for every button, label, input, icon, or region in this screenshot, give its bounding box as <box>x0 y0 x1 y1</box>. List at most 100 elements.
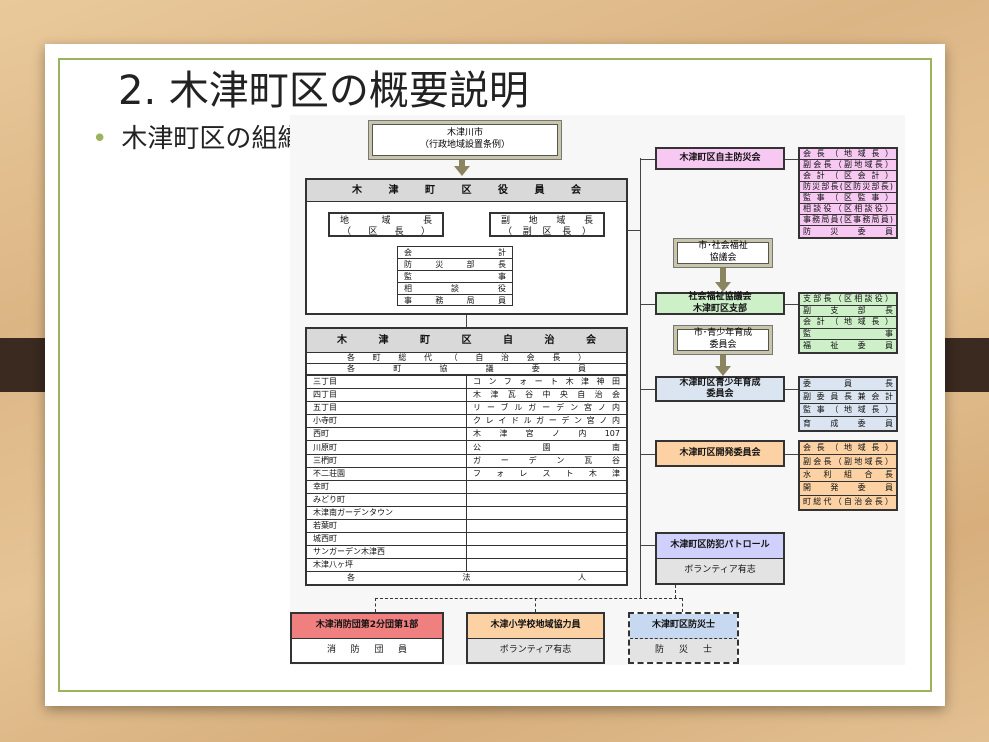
connector <box>640 158 655 160</box>
yakuin-roles: 会計防災部長監事相談役事務局員 <box>397 246 513 306</box>
district-name: 三椚町 <box>307 454 467 467</box>
vice-chief-title: 副地域長 <box>501 216 593 226</box>
seishonen-box: 木津町区青少年育成委員会 <box>655 376 785 402</box>
role-label: 事務局員 <box>404 296 506 305</box>
bullet-icon: • <box>92 124 108 154</box>
connector <box>785 303 798 305</box>
disaster-specialist-sub: 防災士 <box>655 644 712 655</box>
kaihatsu-member-row: 町総代（自治会長） <box>800 496 896 509</box>
arrow-stem <box>459 160 465 166</box>
bousai-member-row: 事務局員(区事務局員) <box>800 215 896 226</box>
fire-brigade-sub: 消防団員 <box>327 644 407 655</box>
connector <box>466 315 467 327</box>
patrol-sub: ボランティア有志 <box>657 559 783 583</box>
city-youth-line1: 市･青少年育成 <box>693 328 753 339</box>
seishonen-name: 委員会 <box>706 389 734 399</box>
seishonen-member-row: 副委員長兼会計 <box>800 391 896 404</box>
connector-trunk <box>640 158 641 598</box>
district-name: ガーデン瓦谷 <box>473 455 620 465</box>
connector <box>640 303 655 305</box>
bousai-member-row: 防災委員 <box>800 226 896 237</box>
jichikai-row: 四丁目木津瓦谷中央自治会 <box>307 388 626 402</box>
city-ordinance: （行政地域設置条例） <box>419 140 510 150</box>
dashed-connector <box>375 598 376 612</box>
district-name: 若葉町 <box>307 520 467 533</box>
slide-title: 2. 木津町区の概要説明 <box>118 68 529 114</box>
jichikai-row: 三丁目コンフォート木津神田 <box>307 375 626 389</box>
seishonen-members: 委員長副委員長兼会計監事（地域長） 育成委員 <box>798 376 898 432</box>
district-name: クレイドルガーデン宮ノ内 <box>473 416 620 426</box>
shakyo-name: 木津町区支部 <box>692 303 747 314</box>
district-name: 城西町 <box>307 533 467 546</box>
member-label: 会計（地域長） <box>803 317 893 327</box>
dashed-connector <box>535 598 536 612</box>
yakuin-header: 木津町区役員会 <box>352 184 581 196</box>
bousai-member-row: 会長（地域長） <box>800 149 896 160</box>
arrow-stem <box>720 355 726 366</box>
jichikai-row: 五丁目リーブルガーデン宮ノ内 <box>307 401 626 415</box>
member-label: 監事 <box>803 329 893 339</box>
member-label: 監事（地域長） <box>803 405 893 414</box>
seishonen-member-row: 監事（地域長） <box>800 404 896 417</box>
district-name: 川原町 <box>307 441 467 454</box>
member-label: 福祉委員 <box>803 341 893 351</box>
fire-brigade-box: 木津消防団第2分団第1部 消防団員 <box>290 612 444 664</box>
chief-title: 地域長 <box>340 216 432 226</box>
city-box: 木津川市（行政地域設置条例） <box>368 120 562 160</box>
city-welfare-council: 市･社会福祉協議会 <box>673 238 773 268</box>
bousai-member-row: 相談役（区相談役） <box>800 204 896 215</box>
kaihatsu-members: 会長（地域長）副会長（副地域長）水利組合長開発委員町総代（自治会長） <box>798 440 898 511</box>
district-name: 幸町 <box>307 480 467 493</box>
member-label: 水利組合長 <box>803 469 893 479</box>
arrow-stem <box>720 268 726 282</box>
role-label: 監事 <box>404 271 506 281</box>
jichikai-row: 西町木津宮ノ内107 <box>307 427 626 441</box>
shakyo-members: 支部長（区相談役）副支部長会計（地域長）監事福祉委員 <box>798 292 898 354</box>
dashed-connector <box>375 598 682 599</box>
shakyo-name: 社会福祉協議会 <box>688 292 752 303</box>
connector <box>640 389 655 390</box>
jichikai-row: 木津八ヶ坪 <box>307 558 626 572</box>
bousai-member-row: 副会長（副地域長） <box>800 160 896 171</box>
district-name: コンフォート木津神田 <box>473 377 620 387</box>
connector <box>785 453 798 455</box>
seishonen-member-row: 委員長 <box>800 378 896 391</box>
jichikai-row: 若葉町 <box>307 519 626 533</box>
member-label: 副支部長 <box>803 305 893 315</box>
jichikai-row: サンガーデン木津西 <box>307 545 626 559</box>
member-label: 副委員長兼会計 <box>803 392 893 401</box>
jichikai-row: 三椚町ガーデン瓦谷 <box>307 453 626 467</box>
slide-frame <box>58 58 932 692</box>
member-label: 会長（地域長） <box>803 443 893 453</box>
city-youth-line2: 委員会 <box>709 340 737 350</box>
district-name: 西町 <box>307 428 467 441</box>
down-arrow-icon <box>715 366 731 376</box>
district-name: フォレスト木津 <box>473 468 620 478</box>
district-name: 木津瓦谷中央自治会 <box>473 390 620 400</box>
jichikai-row: みどり町 <box>307 492 626 506</box>
role-row: 相談役 <box>398 283 512 295</box>
disaster-specialist-name: 木津町区防災士 <box>630 614 737 639</box>
district-name: 公園南 <box>473 442 620 452</box>
city-youth-committee: 市･青少年育成委員会 <box>673 325 773 355</box>
role-label: 相談役 <box>404 283 506 293</box>
kaihatsu-member-row: 開発委員 <box>800 482 896 496</box>
shakyo-member-row: 副支部長 <box>800 306 896 318</box>
connector <box>785 158 798 160</box>
jichikai-row: 木津南ガーデンタウン <box>307 505 626 520</box>
district-name: 木津宮ノ内107 <box>473 429 620 439</box>
member-label: 会計（区会計） <box>803 171 893 180</box>
kaihatsu-member-row: 水利組合長 <box>800 469 896 483</box>
down-arrow-icon <box>454 166 470 176</box>
seishonen-member-row: 育成委員 <box>800 417 896 430</box>
bousai-members: 会長（地域長）副会長（副地域長）会計（区会計）防災部長(区防災部長)監事（区監事… <box>798 147 898 239</box>
connector <box>628 230 640 231</box>
jichikai-box: 木津町区自治会 各町総代（自治会長） 各町協議委員 三丁目コンフォート木津神田四… <box>305 327 628 586</box>
bousai-box: 木津町区自主防災会 <box>655 147 785 170</box>
member-label: 事務局員(区事務局員) <box>803 215 893 224</box>
connector <box>785 389 798 390</box>
jichikai-row: 川原町公園南 <box>307 440 626 454</box>
jichikai-row: 幸町 <box>307 479 626 493</box>
city-name: 木津川市 <box>446 128 483 139</box>
member-label: 監事（区監事） <box>803 193 893 202</box>
